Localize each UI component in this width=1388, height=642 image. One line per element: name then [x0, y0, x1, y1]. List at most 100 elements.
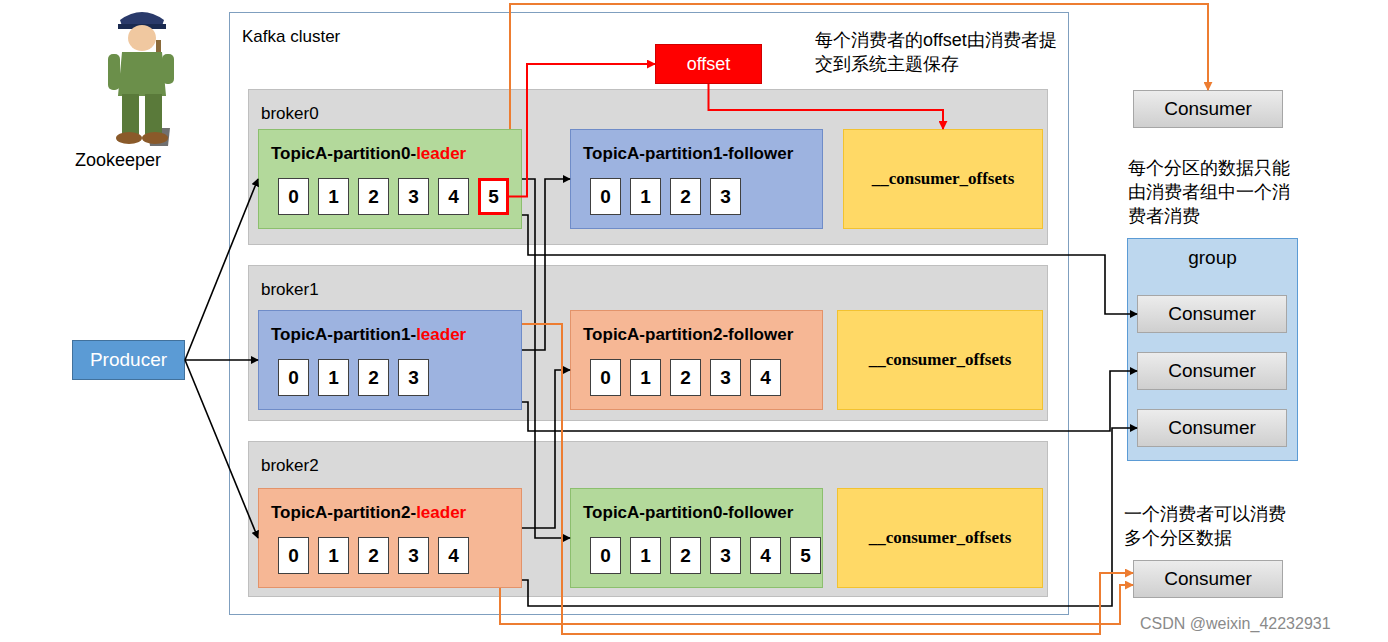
message-cell: 3 [398, 537, 429, 574]
broker-panel: broker0TopicA-partition0-leader012345Top… [248, 89, 1048, 245]
consumer-box: Consumer [1137, 409, 1287, 447]
message-cell: 0 [590, 178, 621, 215]
node-label: 2 [368, 186, 379, 208]
node-label: 4 [760, 545, 771, 567]
node-label: 5 [800, 545, 811, 567]
partition-box: TopicA-partition1-follower 01 2 3 [570, 129, 823, 229]
broker-panel: broker1TopicA-partition1-leader0123Topic… [248, 265, 1048, 421]
node-label: 0 [600, 367, 611, 389]
message-cell: 0 [590, 359, 621, 396]
message-cell: 4 [438, 537, 469, 574]
node-label: 3 [720, 367, 731, 389]
flow-arrow [185, 360, 258, 538]
boot [142, 132, 168, 144]
node-label: TopicA-partition1-follower [583, 144, 793, 163]
node-label: Consumer [1168, 360, 1256, 382]
message-cell: 0 [278, 537, 309, 574]
message-cell: 5 [478, 178, 509, 215]
message-cell: 3 [710, 537, 741, 574]
annotation: 每个分区的数据只能由消费者组中一个消费者消费 [1128, 156, 1306, 228]
node-label: 3 [720, 545, 731, 567]
partition-box: TopicA-partition1-leader0123 [258, 310, 522, 410]
message-cell: 0 [590, 537, 621, 574]
node-label: 2 [368, 545, 379, 567]
consume-arrow [522, 324, 1133, 634]
flow-arrow [522, 215, 1137, 314]
node-label: 3 [408, 186, 419, 208]
node-label: 1 [328, 186, 339, 208]
message-cell: 3 [710, 359, 741, 396]
role-label: leader [416, 503, 466, 522]
node-label: 0 [600, 545, 611, 567]
node-label: 2 [680, 186, 691, 208]
message-cell: 4 [438, 178, 469, 215]
offset-arrow [709, 84, 944, 129]
flow-arrow [522, 428, 1137, 606]
node-label: offset [687, 54, 731, 75]
node-label: 4 [448, 186, 459, 208]
partition-box: TopicA-partition0-leader012345 [258, 129, 522, 229]
boot [116, 132, 142, 144]
node-label: 3 [408, 545, 419, 567]
consumer-box: Consumer [1137, 352, 1287, 390]
message-cell: 1 [630, 537, 661, 574]
flow-arrow [185, 179, 258, 360]
partition-box: TopicA-partition0-follower012345 [570, 488, 823, 588]
node-label: Consumer [1168, 417, 1256, 439]
cluster-region: Kafka cluster offset broker0TopicA-partiti… [229, 12, 1069, 615]
node-label: 2 [680, 545, 691, 567]
message-cell: 3 [398, 359, 429, 396]
message-cell: 2 [670, 537, 701, 574]
node-label: Producer [90, 349, 167, 371]
arm [162, 54, 174, 84]
arm [108, 54, 120, 90]
node-label: 1 [328, 545, 339, 567]
offsets-topic-box: __consumer_offsets [837, 488, 1043, 588]
node-label: Consumer [1168, 303, 1256, 325]
zookeeper-illustration [82, 0, 202, 150]
node-label: 1 [640, 367, 651, 389]
node-label: 1 [328, 367, 339, 389]
node-label: 3 [720, 186, 731, 208]
cap [120, 12, 164, 26]
consumer-box: Consumer [1137, 295, 1287, 333]
flow-arrow [522, 371, 1137, 431]
node-label: 0 [288, 367, 299, 389]
message-cell: 3 [398, 178, 429, 215]
node-label: Consumer [1164, 98, 1252, 120]
node-label: group [1188, 247, 1237, 268]
consume-arrow [510, 4, 1208, 129]
message-cell: 2 [670, 359, 701, 396]
node-label: broker2 [261, 456, 319, 475]
message-cell: 1 [318, 178, 349, 215]
partition-box: TopicA-partition2-leader 01 2 3 4 [258, 488, 522, 588]
annotation: 每个消费者的offset由消费者提交到系统主题保存 [815, 28, 1065, 76]
annotation: Zookeeper [75, 148, 185, 172]
node-label: broker0 [261, 104, 319, 123]
broker-panel: broker2TopicA-partition2-leader01234Topi… [248, 441, 1048, 597]
node-label: Consumer [1164, 568, 1252, 590]
node-label: 0 [288, 186, 299, 208]
message-cell: 1 [630, 359, 661, 396]
message-cell: 1 [630, 178, 661, 215]
partition-box: TopicA-partition2-follower01234 [570, 310, 823, 410]
message-cell: 5 [790, 537, 821, 574]
consume-arrow [500, 585, 1133, 624]
message-cell: 3 [710, 178, 741, 215]
message-cell: 0 [278, 359, 309, 396]
consumer-group: groupConsumerConsumerConsumer [1127, 238, 1298, 461]
watermark: CSDN @weixin_42232931 [1140, 612, 1380, 636]
node-label: TopicA-partition2-follower [583, 325, 793, 344]
head [128, 25, 156, 51]
node-label: Kafka cluster [242, 27, 340, 46]
message-cell: 1 [318, 359, 349, 396]
role-label: leader [416, 325, 466, 344]
role-label: leader [416, 144, 466, 163]
node-label: broker1 [261, 280, 319, 299]
consumer-box: Consumer [1133, 90, 1283, 128]
node-label: TopicA-partition1- [271, 325, 416, 344]
node-label: 3 [408, 367, 419, 389]
node-label: TopicA-partition2- [271, 503, 416, 522]
node-label: 1 [640, 186, 651, 208]
node-label: 4 [448, 545, 459, 567]
